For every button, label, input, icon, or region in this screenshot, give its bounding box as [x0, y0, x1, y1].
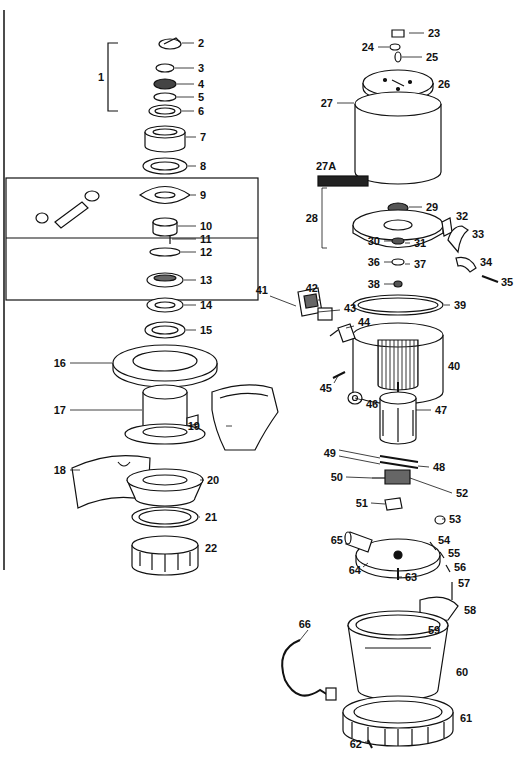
callout-number: 37 [414, 258, 426, 271]
callout-number: 41 [256, 284, 268, 297]
inset-box [6, 178, 258, 300]
callout-number: 6 [198, 105, 204, 118]
callout-number: 24 [362, 41, 374, 54]
callout-number: 33 [472, 228, 484, 241]
callout-number: 7 [200, 131, 206, 144]
callout-number: 30 [368, 235, 380, 248]
callout-number: 19 [188, 420, 200, 433]
callout-number: 9 [200, 189, 206, 202]
callout-number: 47 [435, 404, 447, 417]
callout-number: 1 [98, 71, 104, 84]
callout-number: 29 [426, 201, 438, 214]
callout-number: 39 [454, 299, 466, 312]
callout-number: 25 [426, 51, 438, 64]
callout-number: 65 [331, 534, 343, 547]
callout-number: 12 [200, 246, 212, 259]
callout-number: 48 [433, 461, 445, 474]
callout-number: 42 [306, 282, 318, 295]
edge-rule [3, 10, 5, 570]
callout-number: 5 [198, 91, 204, 104]
callout-number: 31 [414, 237, 426, 250]
callout-number: 14 [200, 299, 212, 312]
callout-number: 57 [458, 577, 470, 590]
callout-number: 64 [349, 564, 361, 577]
callout-number: 2 [198, 37, 204, 50]
callout-number: 15 [200, 324, 212, 337]
callout-number: 49 [324, 447, 336, 460]
callout-number: 51 [356, 497, 368, 510]
callout-number: 38 [368, 278, 380, 291]
callout-number: 50 [331, 471, 343, 484]
callout-number: 40 [448, 360, 460, 373]
callout-number: 23 [428, 27, 440, 40]
callout-number: 56 [454, 561, 466, 574]
callout-number: 22 [205, 542, 217, 555]
callout-number: 53 [449, 513, 461, 526]
callout-number: 3 [198, 62, 204, 75]
callout-number: 54 [438, 534, 450, 547]
callout-number: 43 [344, 302, 356, 315]
callout-number: 20 [207, 474, 219, 487]
callout-number: 45 [320, 382, 332, 395]
callout-number: 58 [464, 604, 476, 617]
callout-number: 4 [198, 78, 204, 91]
callout-number: 32 [456, 210, 468, 223]
callout-number: 26 [438, 78, 450, 91]
callout-number: 8 [200, 160, 206, 173]
callout-number: 35 [501, 276, 513, 289]
callout-number: 18 [54, 464, 66, 477]
callout-number: 60 [456, 666, 468, 679]
callout-number: 44 [358, 316, 370, 329]
callout-number: 52 [456, 487, 468, 500]
callout-number: 59 [428, 624, 440, 637]
callout-number: 61 [460, 712, 472, 725]
callout-number: 10 [200, 220, 212, 233]
callout-number: 27A [316, 160, 336, 173]
callout-number: 16 [54, 357, 66, 370]
callout-number: 62 [350, 738, 362, 751]
callout-number: 36 [368, 256, 380, 269]
disposer-body-parts [282, 30, 498, 748]
callout-number: 13 [200, 274, 212, 287]
callout-number: 11 [200, 233, 212, 246]
callout-number: 21 [205, 511, 217, 524]
callout-number: 63 [405, 571, 417, 584]
callout-number: 28 [306, 212, 318, 225]
callout-number: 17 [54, 404, 66, 417]
callout-number: 55 [448, 547, 460, 560]
callout-number: 66 [299, 618, 311, 631]
callout-number: 46 [366, 398, 378, 411]
sink-flange-parts [72, 38, 278, 575]
leader-lines [70, 33, 452, 742]
callout-number: 34 [480, 256, 492, 269]
callout-number: 27 [321, 97, 333, 110]
bracket [108, 43, 118, 111]
